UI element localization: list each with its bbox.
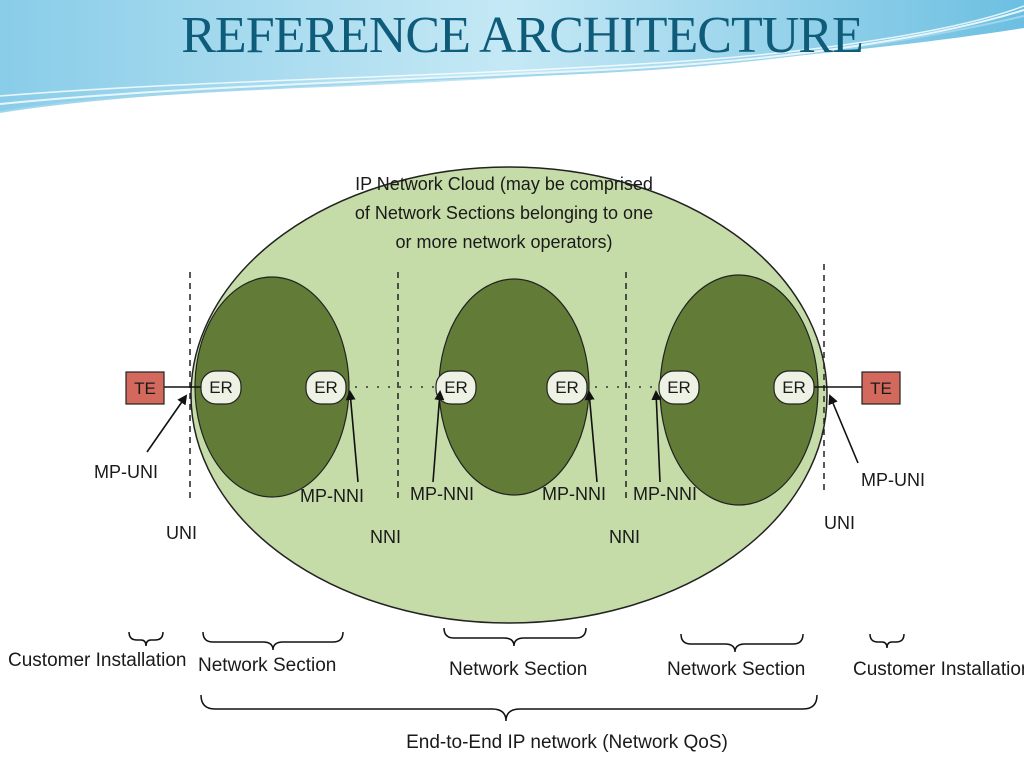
cloud-label-line-3: or more network operators) <box>395 232 612 252</box>
terminal-left-label: TE <box>134 379 156 398</box>
mp-nni-arrow-3 <box>584 390 598 483</box>
uni-label-right: UNI <box>824 513 855 533</box>
edge-router-6-label: ER <box>782 378 806 397</box>
edge-router-2: ER <box>305 370 347 405</box>
brace-customer-right <box>869 633 905 649</box>
customer-installation-left-label: Customer Installation <box>8 650 186 671</box>
brace-end-to-end <box>200 694 818 722</box>
edge-router-3-label: ER <box>444 378 468 397</box>
uni-label-left: UNI <box>166 523 197 543</box>
nni-label-1: NNI <box>370 527 401 547</box>
mp-nni-label-4: MP-NNI <box>633 484 697 504</box>
mp-uni-right-arrow <box>828 394 859 464</box>
network-section-2-label: Network Section <box>449 659 587 680</box>
edge-router-1: ER <box>200 370 242 405</box>
slide-title: REFERENCE ARCHITECTURE <box>181 7 863 64</box>
edge-router-5-label: ER <box>667 378 691 397</box>
mp-uni-right-label: MP-UNI <box>861 470 925 490</box>
brace-customer-left <box>128 631 164 647</box>
terminal-left <box>125 371 165 405</box>
mp-uni-left-arrow <box>146 394 188 453</box>
cloud-label-line-2: of Network Sections belonging to one <box>355 203 653 223</box>
mp-nni-arrow-4 <box>651 390 662 483</box>
edge-router-4: ER <box>546 370 588 405</box>
cloud-label-line-1: IP Network Cloud (may be comprised <box>355 174 653 194</box>
mp-nni-label-2: MP-NNI <box>410 484 474 504</box>
nni-label-2: NNI <box>609 527 640 547</box>
edge-router-6: ER <box>773 370 815 405</box>
brace-section-2 <box>443 627 587 647</box>
mp-nni-arrow-1 <box>345 390 359 483</box>
mp-nni-label-3: MP-NNI <box>542 484 606 504</box>
edge-router-2-label: ER <box>314 378 338 397</box>
brace-section-3 <box>680 633 804 653</box>
terminal-right <box>861 371 901 405</box>
header-swoosh <box>0 0 1024 113</box>
mp-uni-left-label: MP-UNI <box>94 462 158 482</box>
mp-nni-arrow-2 <box>432 390 445 483</box>
mp-nni-label-1: MP-NNI <box>300 486 364 506</box>
network-section-3-label: Network Section <box>667 659 805 680</box>
brace-section-1 <box>202 631 344 651</box>
network-section-1-label: Network Section <box>198 655 336 676</box>
end-to-end-label: End-to-End IP network (Network QoS) <box>406 732 728 753</box>
edge-router-5: ER <box>658 370 700 405</box>
edge-router-1-label: ER <box>209 378 233 397</box>
edge-router-3: ER <box>435 370 477 405</box>
customer-installation-right-label: Customer Installation <box>853 659 1024 680</box>
edge-router-4-label: ER <box>555 378 579 397</box>
terminal-right-label: TE <box>870 379 892 398</box>
